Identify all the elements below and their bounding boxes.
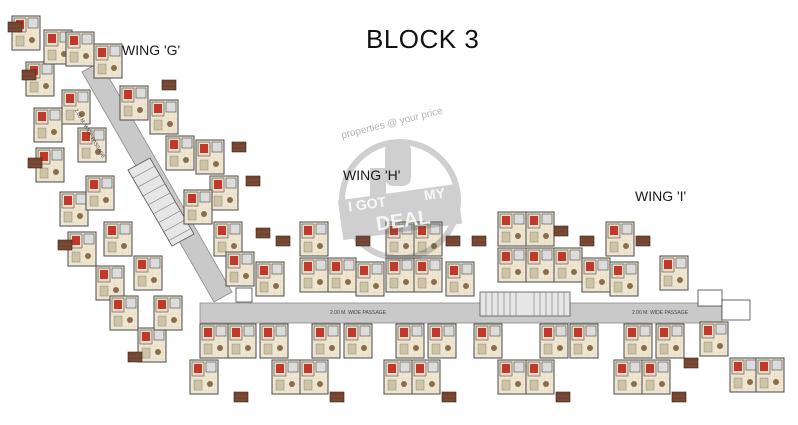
watermark-line2: MY	[422, 184, 447, 204]
wings-h-i-corridor	[199, 287, 751, 324]
wing-g-label: WING 'G'	[122, 42, 181, 58]
wing-i-label: WING 'I'	[635, 188, 687, 204]
passage-label-horizontal-right: 2.00 M. WIDE PASSAGE	[632, 310, 689, 316]
watermark-logo	[337, 139, 463, 261]
wing-h-i-top-units	[255, 211, 689, 297]
central-staircase	[479, 291, 571, 317]
wing-g-staircase	[127, 157, 195, 247]
passage-label-horizontal-left: 2.00 M. WIDE PASSAGE	[330, 310, 387, 316]
wing-h-i-bottom-units	[189, 321, 785, 403]
thumbs-up-icon	[370, 142, 411, 198]
wing-h-label: WING 'H'	[343, 167, 401, 183]
block-title: BLOCK 3	[366, 24, 480, 54]
